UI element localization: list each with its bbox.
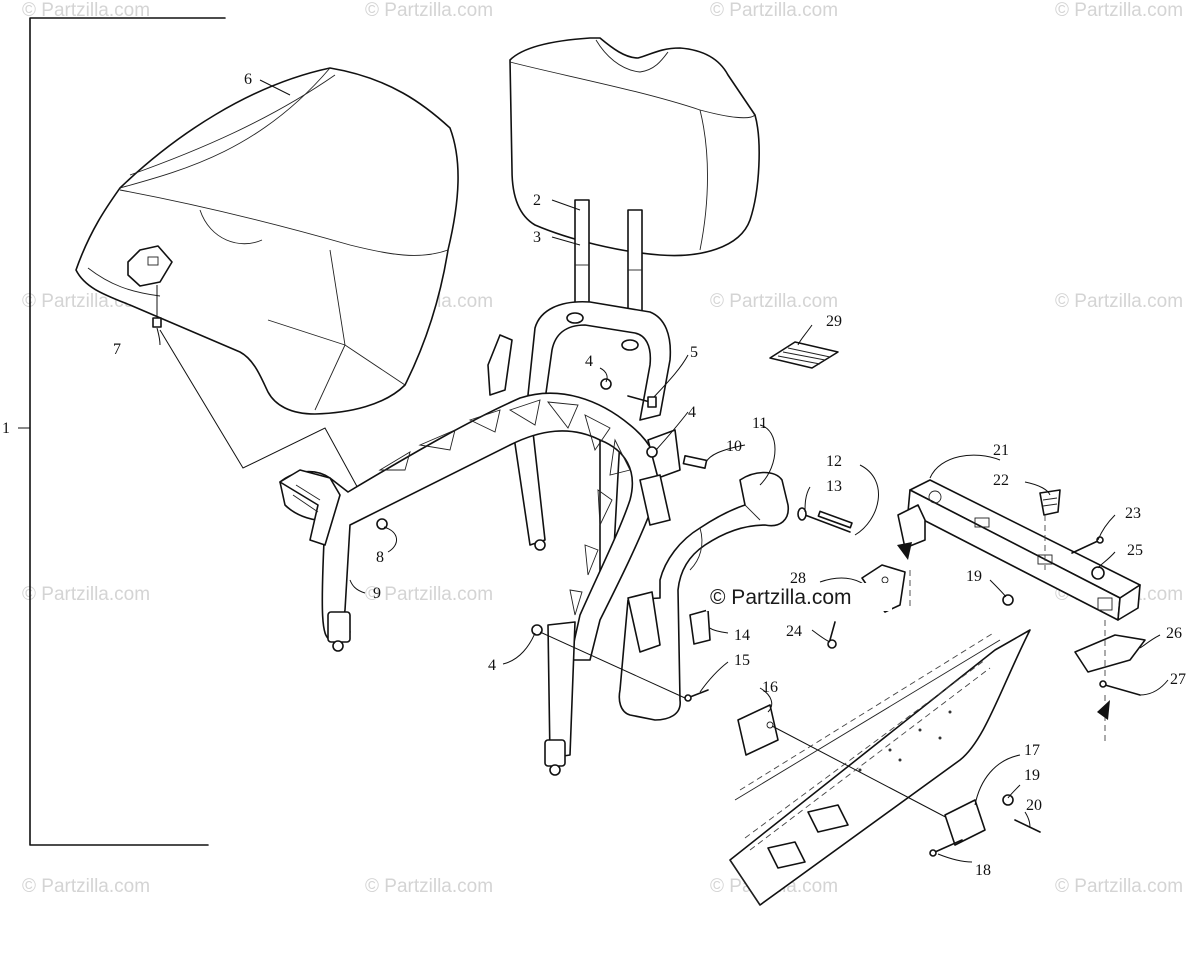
fasteners [376, 378, 853, 702]
callout-20: 20 [1026, 797, 1042, 814]
callout-19: 19 [1024, 767, 1040, 784]
watermark: © Partzilla.com [710, 291, 838, 312]
watermark: © Partzilla.com [22, 876, 150, 897]
callout-9: 9 [373, 585, 381, 602]
callout-27: 27 [1170, 671, 1186, 688]
callout-21: 21 [993, 442, 1009, 459]
callout-12: 12 [826, 453, 842, 470]
callout-6: 6 [244, 71, 252, 88]
callout-25: 25 [1127, 542, 1143, 559]
watermark: © Partzilla.com [365, 584, 493, 605]
callout-10: 10 [726, 438, 742, 455]
grab-handle-frame [279, 392, 660, 776]
callout-22: 22 [993, 472, 1009, 489]
tunnel-chassis [729, 629, 1031, 906]
right-grab-handle [618, 429, 790, 721]
callout-23: 23 [1125, 505, 1141, 522]
callout-3: 3 [533, 229, 541, 246]
callout-4: 4 [488, 657, 496, 674]
callout-4: 4 [688, 404, 696, 421]
watermark: © Partzilla.com [1055, 876, 1183, 897]
watermark: © Partzilla.com [365, 876, 493, 897]
center-watermark: © Partzilla.com [706, 583, 892, 611]
watermark: © Partzilla.com [22, 0, 150, 21]
callout-11: 11 [752, 415, 767, 432]
decal [769, 341, 839, 369]
callout-28: 28 [790, 570, 806, 587]
callout-26: 26 [1166, 625, 1182, 642]
watermark-center: © Partzilla.com [710, 586, 852, 609]
callout-17: 17 [1024, 742, 1040, 759]
callout-18: 18 [975, 862, 991, 879]
callout-1: 1 [2, 420, 10, 437]
seat-cushion [75, 67, 459, 493]
callout-13: 13 [826, 478, 842, 495]
assembly-bracket [18, 17, 226, 846]
watermark: © Partzilla.com [365, 0, 493, 21]
callout-16: 16 [762, 679, 778, 696]
callout-15: 15 [734, 652, 750, 669]
watermark: © Partzilla.com [22, 584, 150, 605]
watermark: © Partzilla.com [1055, 291, 1183, 312]
callout-4: 4 [585, 353, 593, 370]
side-brackets [737, 704, 1041, 857]
callout-19: 19 [966, 568, 982, 585]
watermark: © Partzilla.com [1055, 0, 1183, 21]
backrest-cushion [509, 37, 760, 319]
callout-5: 5 [690, 344, 698, 361]
callout-29: 29 [826, 313, 842, 330]
callout-8: 8 [376, 549, 384, 566]
callout-7: 7 [113, 341, 121, 358]
callout-14: 14 [734, 627, 750, 644]
callout-labels: 1 2 3 4 5 4 6 7 8 9 10 11 12 13 14 15 4 … [2, 71, 1186, 879]
rear-mount-bar [897, 479, 1146, 745]
watermark: © Partzilla.com [710, 0, 838, 21]
callout-2: 2 [533, 192, 541, 209]
callout-24: 24 [786, 623, 802, 640]
